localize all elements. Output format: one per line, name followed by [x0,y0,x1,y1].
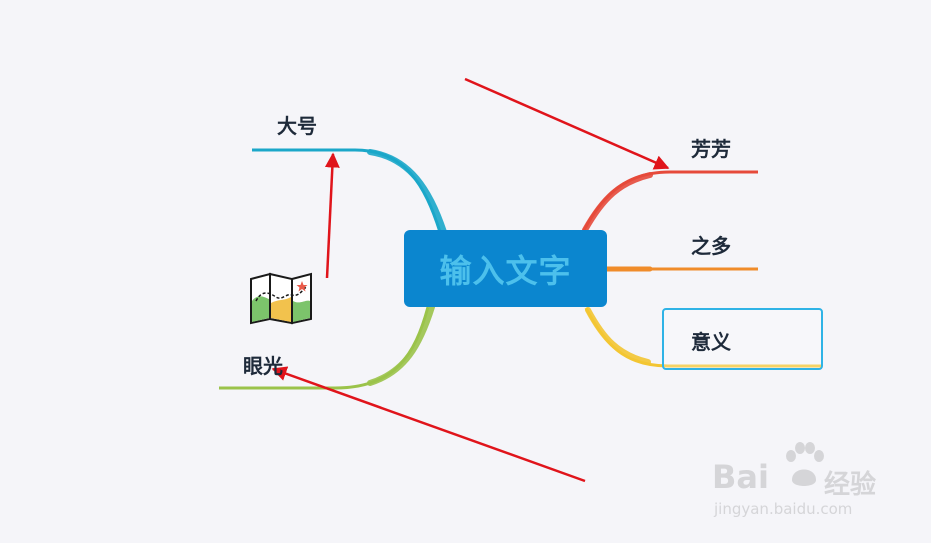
central-topic[interactable]: 输入文字 [404,230,607,307]
selected-topic-outline[interactable] [662,308,823,370]
annotation-arrow-dahao [324,152,340,279]
topic-fangfang[interactable]: 芳芳 [691,137,731,161]
topic-yanguang[interactable]: 眼光 [243,354,283,378]
central-topic-label: 输入文字 [439,251,572,290]
topic-yiyi[interactable]: 意义 [691,330,731,354]
map-icon [250,272,312,325]
watermark-brand-tail: 经验 [824,470,877,500]
paw-icon [786,442,824,486]
watermark-brand: Bai [712,458,769,496]
annotation-arrow-fangfang [464,77,670,170]
topic-dahao[interactable]: 大号 [277,114,317,138]
branch-connector-dahao [252,148,442,233]
annotation-arrow-yanguang [271,366,586,483]
topic-zhiduo[interactable]: 之多 [691,234,731,258]
baidu-watermark: Bai 经验 jingyan.baidu.com [712,438,887,528]
branch-connector-fangfang [581,170,758,233]
watermark-url: jingyan.baidu.com [714,500,853,518]
